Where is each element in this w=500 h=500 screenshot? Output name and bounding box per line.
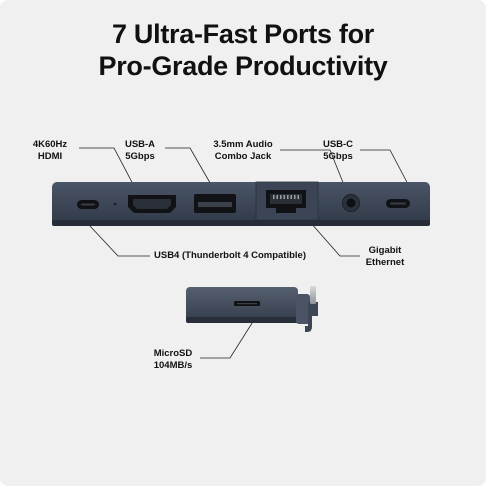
audio-jack-icon bbox=[342, 194, 360, 212]
callout-lines bbox=[79, 147, 411, 359]
label-usb-a-line1: USB-A bbox=[124, 139, 156, 150]
hub-device bbox=[52, 181, 430, 226]
label-audio-line1: 3.5mm Audio bbox=[213, 139, 273, 150]
label-ethernet-line1: Gigabit bbox=[368, 245, 402, 256]
label-usb-c-line1: USB-C bbox=[322, 139, 354, 150]
label-hdmi: 4K60Hz HDMI bbox=[30, 139, 70, 163]
label-audio: 3.5mm Audio Combo Jack bbox=[208, 139, 278, 163]
callout-line-usb-a bbox=[165, 147, 214, 189]
label-ethernet: Gigabit Ethernet bbox=[360, 245, 410, 269]
label-usb-c-line2: 5Gbps bbox=[323, 151, 353, 162]
label-hdmi-line1: 4K60Hz bbox=[32, 139, 68, 150]
product-illustration bbox=[52, 147, 430, 359]
usb-a-port-icon bbox=[194, 194, 236, 213]
label-ethernet-line2: Ethernet bbox=[365, 257, 405, 268]
callout-line-hdmi bbox=[79, 147, 136, 189]
callout-line-audio bbox=[280, 149, 347, 191]
hdmi-port-icon bbox=[128, 195, 176, 213]
headline-line-1: 7 Ultra-Fast Ports for bbox=[112, 19, 374, 49]
hub-bottom-edge bbox=[52, 220, 430, 226]
microsd-slot-icon bbox=[234, 301, 260, 306]
usb4-port-icon bbox=[77, 200, 99, 209]
label-hdmi-line2: HDMI bbox=[37, 151, 63, 162]
callout-line-ethernet bbox=[309, 221, 360, 257]
usb-c-port-icon bbox=[386, 199, 410, 208]
ethernet-port-icon bbox=[266, 190, 306, 213]
label-usb-a: USB-A 5Gbps bbox=[118, 139, 162, 163]
usb-c-plug-icon bbox=[296, 286, 318, 332]
label-microsd: MicroSD 104MB/s bbox=[148, 348, 198, 372]
product-card: 7 Ultra-Fast Ports for Pro-Grade Product… bbox=[0, 0, 486, 486]
label-microsd-line1: MicroSD bbox=[153, 348, 193, 359]
hub-body bbox=[52, 182, 430, 226]
side-card-device bbox=[186, 286, 318, 332]
callout-line-usb-c bbox=[360, 149, 411, 189]
label-usb-a-line2: 5Gbps bbox=[125, 151, 155, 162]
callout-line-usb4 bbox=[89, 225, 150, 257]
label-usb4: USB4 (Thunderbolt 4 Compatible) bbox=[154, 250, 306, 261]
indicator-led bbox=[113, 202, 117, 206]
headline-line-2: Pro-Grade Productivity bbox=[98, 51, 388, 81]
label-usb-c: USB-C 5Gbps bbox=[318, 139, 358, 163]
label-microsd-line2: 104MB/s bbox=[153, 360, 193, 371]
side-card-bottom bbox=[186, 317, 298, 323]
label-audio-line2: Combo Jack bbox=[214, 151, 272, 162]
callout-line-microsd bbox=[200, 319, 255, 359]
